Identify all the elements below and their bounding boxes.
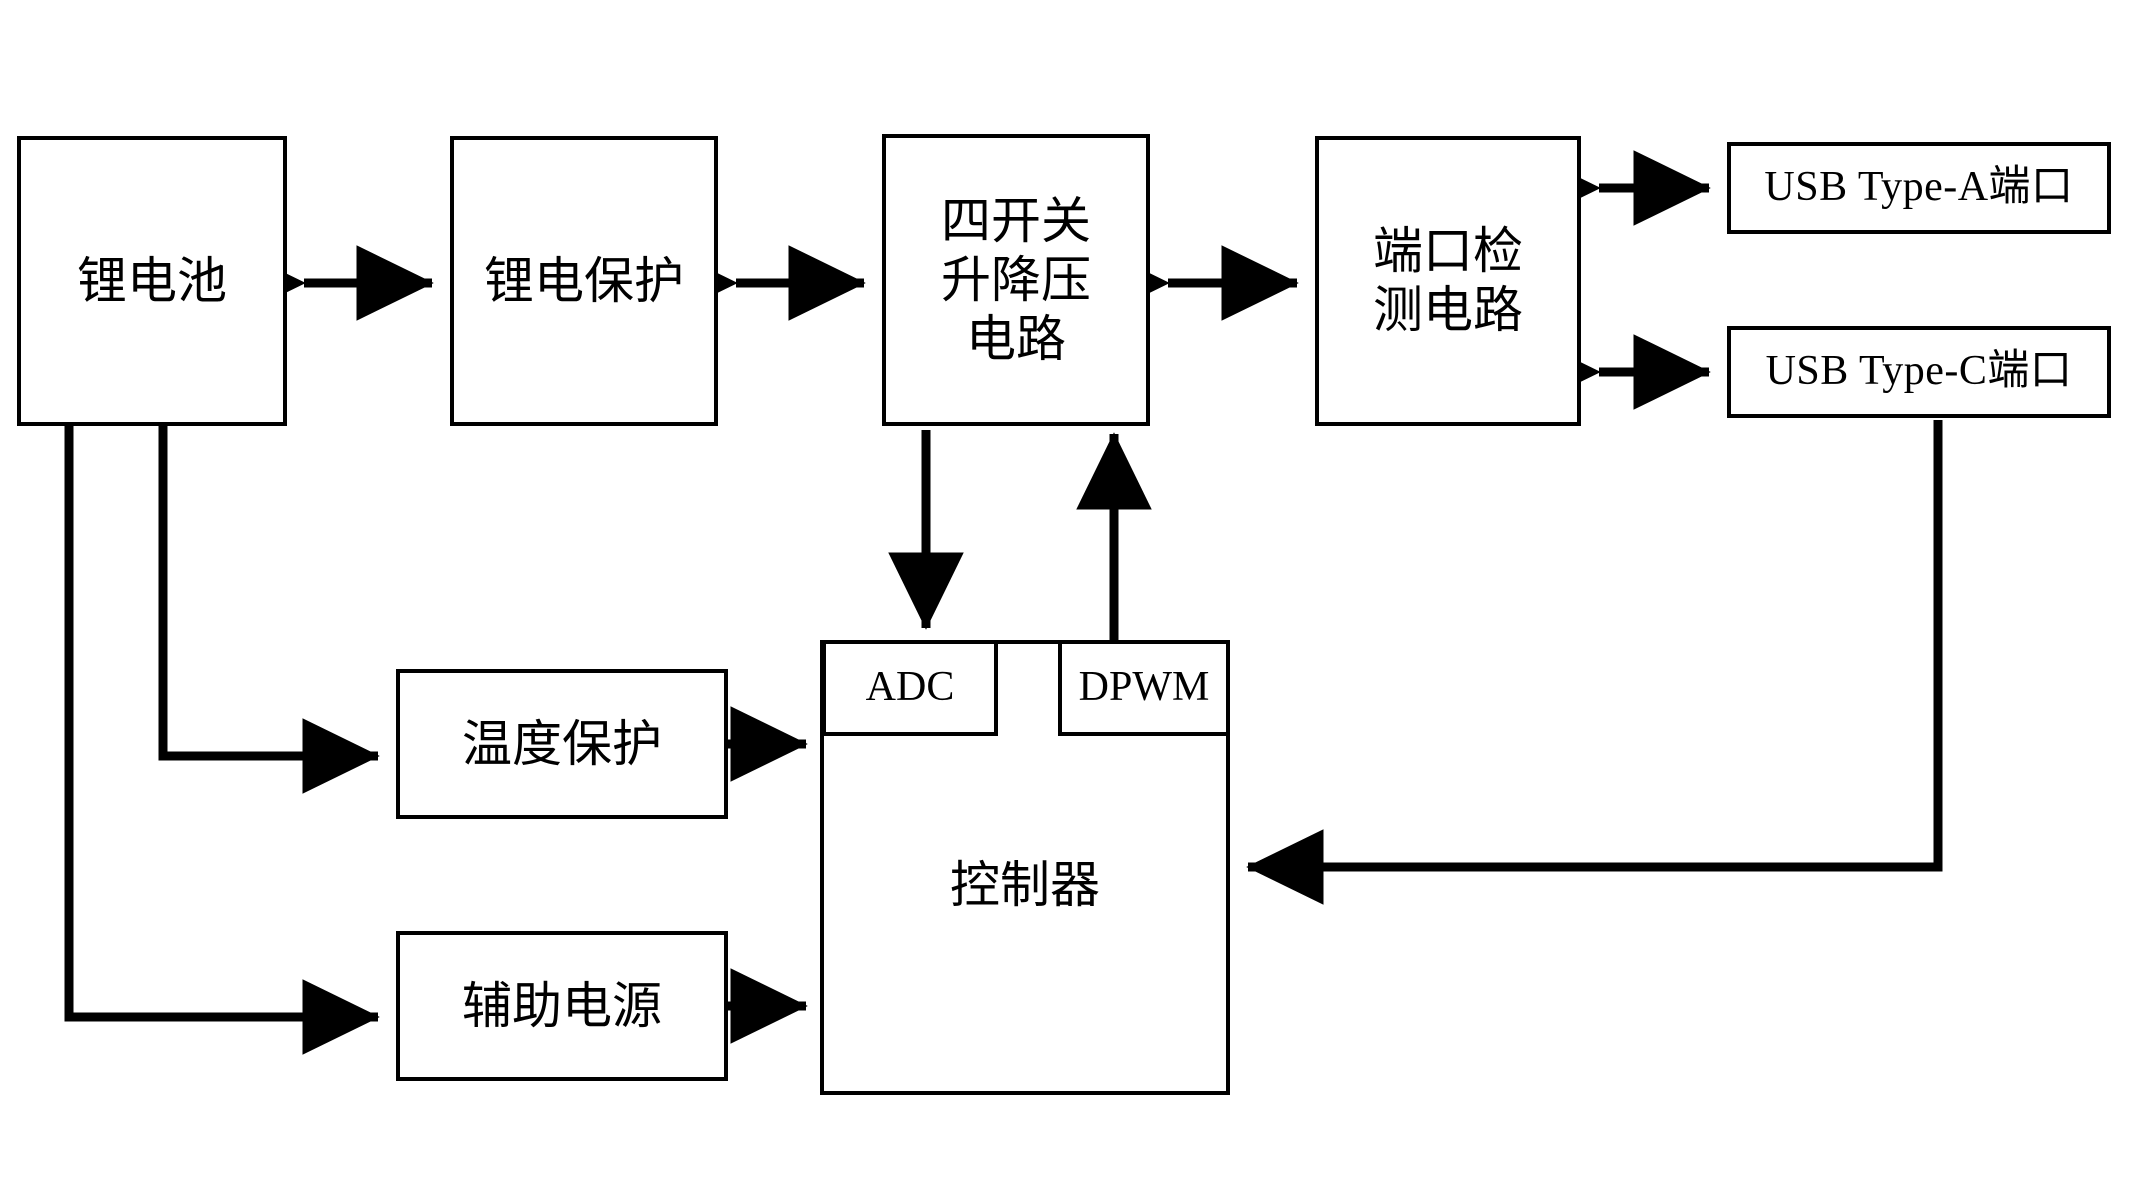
block-battery[interactable]: 锂电池 [17, 136, 287, 426]
block-temperature-protection[interactable]: 温度保护 [396, 669, 728, 819]
block-controller-label: 控制器 [950, 857, 1100, 913]
block-li-battery-protection[interactable]: 锂电保护 [450, 136, 718, 426]
block-four-switch-buck-boost-circuit[interactable]: 四开关 升降压 电路 [882, 134, 1150, 426]
block-li-battery-protection-label: 锂电保护 [484, 252, 684, 309]
wire-usbc-controller [1246, 420, 1943, 905]
block-usb-type-c-port[interactable]: USB Type-C端口 [1727, 326, 2111, 418]
block-dpwm-label: DPWM [1078, 664, 1210, 711]
block-temperature-protection-label: 温度保护 [462, 715, 662, 772]
block-four-switch-buck-boost-circuit-label: 四开关 升降压 电路 [941, 192, 1091, 367]
block-dpwm[interactable]: DPWM [1058, 640, 1230, 736]
block-usb-type-c-port-label: USB Type-C端口 [1765, 348, 2073, 395]
block-battery-label: 锂电池 [77, 252, 227, 309]
block-port-detection-circuit-label: 端口检 测电路 [1373, 223, 1523, 338]
block-auxiliary-power-supply-label: 辅助电源 [462, 977, 662, 1034]
block-auxiliary-power-supply[interactable]: 辅助电源 [396, 931, 728, 1081]
block-port-detection-circuit[interactable]: 端口检 测电路 [1315, 136, 1581, 426]
block-adc-label: ADC [865, 664, 955, 711]
wire-battery-auxpower [64, 426, 380, 1055]
block-usb-type-a-port[interactable]: USB Type-A端口 [1727, 142, 2111, 234]
block-adc[interactable]: ADC [822, 640, 998, 736]
block-usb-type-a-port-label: USB Type-A端口 [1764, 164, 2074, 211]
wire-battery-tempprotect [158, 426, 380, 794]
